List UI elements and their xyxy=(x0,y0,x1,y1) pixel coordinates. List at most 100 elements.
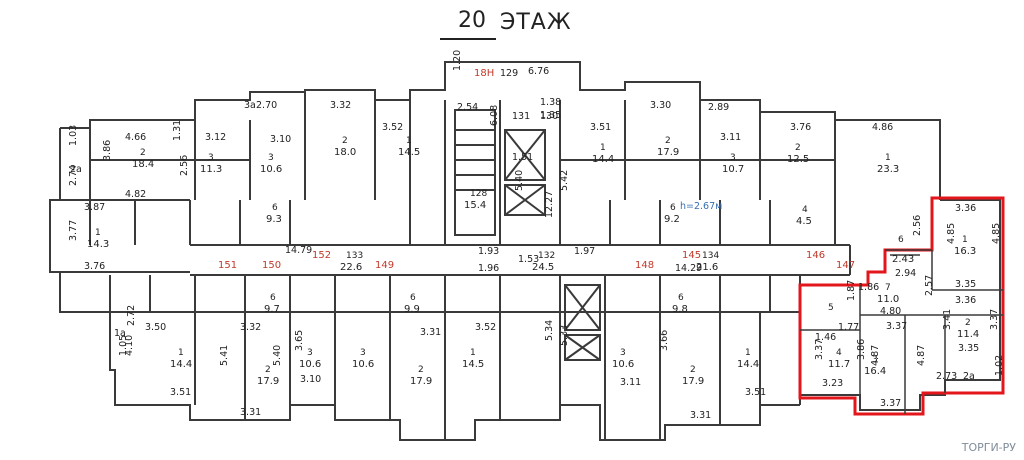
dim-label: 5.40 xyxy=(272,345,283,366)
dim-label: 1.02 xyxy=(994,355,1005,376)
dim-label: 2.70 xyxy=(256,100,277,111)
dim-label: 3.31 xyxy=(240,407,261,418)
dim-label: 3.87 xyxy=(84,202,105,213)
section-145: 145 xyxy=(682,250,701,261)
unit-room-area: 16.4 xyxy=(864,366,886,377)
dim-label: 3.31 xyxy=(690,410,711,421)
upper-room-num: 6 xyxy=(670,203,676,213)
dim-label: 1.03 xyxy=(68,125,79,146)
upper-room-area: 10.6 xyxy=(260,164,282,175)
dim-label: 1.20 xyxy=(452,50,463,71)
upper-room-num: 4 xyxy=(802,205,808,215)
dim-label: 3.10 xyxy=(300,374,321,385)
upper-room-area: 10.7 xyxy=(722,164,744,175)
unit-room-num: 7 xyxy=(885,283,891,293)
lower-room-area: 14.4 xyxy=(170,359,192,370)
corridor-room-132: 132 xyxy=(538,251,555,261)
dim-label: 1.31 xyxy=(172,120,183,141)
lower-room-area: 9.9 xyxy=(404,304,420,315)
dim-label: 3.36 xyxy=(955,295,976,306)
corridor-area-133: 22.6 xyxy=(340,262,362,273)
section-150: 150 xyxy=(262,260,281,271)
unit-room-area: 11.7 xyxy=(828,359,850,370)
lift-room: 131 xyxy=(512,111,530,122)
dim-label: 1.86 xyxy=(858,282,879,293)
lower-room-area: 10.6 xyxy=(299,359,321,370)
dim-label: 3.35 xyxy=(958,343,979,354)
dim-label: 1a xyxy=(114,328,126,339)
dim-label: 4.86 xyxy=(872,122,893,133)
lower-rooms: 1 14.4 2 17.9 3 10.6 3 10.6 2 17.9 1 14.… xyxy=(170,293,759,387)
unit-room-area: 2.43 xyxy=(892,254,914,265)
dim-label: 3.51 xyxy=(745,387,766,398)
dim-label: 3.76 xyxy=(790,122,811,133)
upper-room-num: 3 xyxy=(208,153,214,163)
dim-label: 6.08 xyxy=(489,105,500,126)
corridor-area-132: 24.5 xyxy=(532,262,554,273)
dim-label: 2.72 xyxy=(126,305,137,326)
dim-label: 3.31 xyxy=(420,327,441,338)
dim-label: 6.76 xyxy=(528,66,549,77)
upper-room-area: 14.5 xyxy=(398,147,420,158)
lower-room-area: 17.9 xyxy=(682,376,704,387)
unit-room-num: 1 xyxy=(962,235,968,245)
dim-label: 3.51 xyxy=(590,122,611,133)
highlighted-interior-walls xyxy=(800,249,1003,414)
unit-room-num: 4 xyxy=(836,348,842,358)
corridor-length-left: 14.79 xyxy=(285,245,312,256)
dim-label: 4.85 xyxy=(991,223,1002,244)
dim-label: 4.80 xyxy=(880,306,901,317)
upper-room-num: 1 xyxy=(406,136,412,146)
dim-label: 3.23 xyxy=(822,378,843,389)
section-151: 151 xyxy=(218,260,237,271)
unit-room-area: 2.73 xyxy=(936,371,957,382)
section-152: 152 xyxy=(312,250,331,261)
dim-label: 3.36 xyxy=(955,203,976,214)
highlighted-unit-outline[interactable] xyxy=(798,196,1005,416)
lower-room-area: 17.9 xyxy=(410,376,432,387)
floor-title: 20 ЭТАЖ xyxy=(430,8,600,42)
stair-room: 128 xyxy=(470,189,487,199)
dim-label: 2a xyxy=(70,164,82,175)
lower-room-area: 17.9 xyxy=(257,376,279,387)
upper-room-area: 11.3 xyxy=(200,164,222,175)
outer-walls xyxy=(49,61,1001,441)
dim-label: 1.77 xyxy=(838,322,859,333)
dim-label: 1.05 xyxy=(118,335,129,356)
lower-room-area: 9.8 xyxy=(672,304,688,315)
lower-room-area: 10.6 xyxy=(352,359,374,370)
lower-room-num: 1 xyxy=(745,348,751,358)
dim-label: 1.96 xyxy=(478,263,499,274)
dim-label: 1.35 xyxy=(540,110,561,121)
dim-label: 4.66 xyxy=(125,132,146,143)
dim-label: 3.32 xyxy=(330,100,351,111)
dim-label: 3.10 xyxy=(270,134,291,145)
dim-label: 3.11 xyxy=(620,377,641,388)
highlighted-unit-labels: 1 16.3 6 2.43 7 11.0 2 11.4 4 11.7 3 16.… xyxy=(815,235,979,382)
corridor-labels: 133 22.6 132 24.5 134 21.6 14.79 14.29 h… xyxy=(285,111,722,274)
unit-room-area: 16.3 xyxy=(954,246,976,257)
dim-label: 3.41 xyxy=(942,309,953,330)
unit-room-num: 2a xyxy=(963,371,975,382)
dim-label: 2.94 xyxy=(895,268,916,279)
lower-room-num: 3 xyxy=(360,348,366,358)
dim-label: 1.53 xyxy=(518,254,539,265)
lower-room-num: 2 xyxy=(418,365,424,375)
ceiling-height: h=2.67м xyxy=(680,201,722,212)
lower-room-num: 2 xyxy=(690,365,696,375)
upper-room-num: 2 xyxy=(665,136,671,146)
lower-room-num: 6 xyxy=(270,293,276,303)
upper-room-area: 9.2 xyxy=(664,214,680,225)
corridor-length-right: 14.29 xyxy=(675,263,702,274)
lower-room-num: 6 xyxy=(410,293,416,303)
section-149: 149 xyxy=(375,260,394,271)
general-dimensions: 4.66 3.12 3.10 3.32 3.52 3.51 3.30 3.11 … xyxy=(68,50,893,421)
dim-label: 3a xyxy=(244,100,256,111)
watermark: ТОРГИ-РУ xyxy=(961,441,1016,454)
dim-label: 3.52 xyxy=(475,322,496,333)
dim-label: 1.51 xyxy=(512,152,533,163)
upper-room-area: 23.3 xyxy=(877,164,899,175)
section-147: 147 xyxy=(836,260,855,271)
upper-room-num: 6 xyxy=(272,203,278,213)
